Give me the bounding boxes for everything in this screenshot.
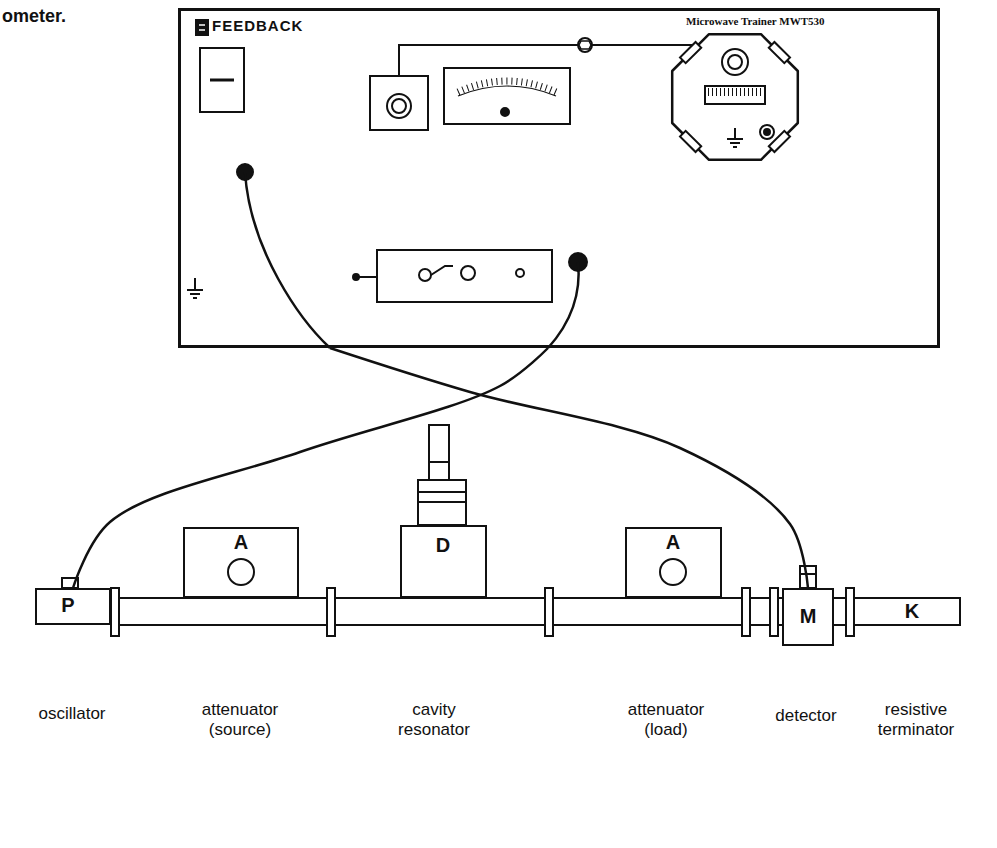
knob-box (370, 76, 428, 130)
tuning-knob (728, 55, 742, 69)
logo-mark (199, 24, 205, 26)
terminal-dot (353, 274, 359, 280)
cavity-body (418, 501, 466, 503)
ground-symbol (193, 297, 197, 299)
attenuator-box: Aattenuator (load) (625, 527, 722, 598)
part-label: Microwave Trainer MWT530 (686, 15, 825, 28)
heading-fragment: ometer. (2, 6, 66, 27)
meter-scale (458, 86, 556, 96)
oscillator-block: Poscillator (35, 588, 111, 625)
dial-scale (708, 88, 762, 96)
resistor-symbol (680, 131, 701, 152)
ground-symbol (727, 138, 743, 140)
tuning-knob (722, 49, 748, 75)
ground-symbol (187, 289, 203, 291)
switch-box (377, 250, 552, 302)
cavity-plunger (429, 461, 449, 463)
part-label: cavity resonator (384, 700, 484, 739)
node-title: FEEDBACK (212, 17, 303, 34)
trainer-panel: FEEDBACK Microwave Trainer MWT530 (178, 8, 940, 348)
panel-wire (592, 44, 698, 46)
knob (387, 94, 411, 118)
knob (392, 99, 406, 113)
cavity-body (418, 480, 466, 525)
ground-symbol (730, 142, 740, 144)
ground-symbol (734, 128, 736, 139)
resistor-symbol (769, 131, 790, 152)
attenuator-box: Aattenuator (source) (183, 527, 299, 598)
node-title: A (653, 531, 693, 554)
node-title: D (423, 534, 463, 557)
meter-pivot (501, 108, 509, 116)
small-knob (764, 129, 770, 135)
attenuator-knob (228, 559, 254, 585)
hex-nut (579, 41, 591, 49)
node-title: P (48, 594, 88, 617)
switch-contact (419, 269, 431, 281)
switch-contact (516, 269, 524, 277)
part-label: oscillator (17, 704, 127, 724)
node-title: M (788, 605, 828, 628)
node-title: K (892, 600, 932, 623)
cable (548, 262, 579, 348)
ground-symbol (194, 278, 196, 290)
small-knob (760, 125, 774, 139)
hex-nut (578, 38, 592, 52)
detector-connector (800, 573, 816, 575)
logo-mark (196, 20, 208, 35)
cable (245, 172, 330, 348)
cavity-body (418, 491, 466, 493)
part-label: detector (756, 706, 856, 726)
resistor-symbol (769, 42, 790, 63)
part-label: attenuator (source) (190, 700, 290, 739)
part-label: attenuator (load) (616, 700, 716, 739)
flange (111, 588, 119, 636)
flange (846, 588, 854, 636)
node-title: A (221, 531, 261, 554)
part-label: resistive terminator (866, 700, 966, 739)
ground-symbol (733, 146, 737, 148)
detector-block: Mdetector (782, 588, 834, 646)
power-switch (200, 48, 244, 112)
panel-wire (399, 45, 578, 76)
frequency-meter-plate (672, 34, 798, 160)
attenuator-knob (660, 559, 686, 585)
ground-symbol (190, 293, 200, 295)
flange (545, 588, 553, 636)
dial-scale (705, 86, 765, 104)
flange (742, 588, 750, 636)
meter (444, 68, 570, 124)
resistor-symbol (680, 42, 701, 63)
flange (770, 588, 778, 636)
switch-rocker (210, 79, 234, 82)
terminator-section: Kresistive terminator (860, 598, 958, 625)
cavity-plunger (429, 425, 449, 480)
cable (73, 348, 548, 588)
logo-mark (199, 29, 205, 31)
flange (327, 588, 335, 636)
switch-contact (461, 266, 475, 280)
switch-lever (431, 266, 453, 275)
cavity-box: Dcavity resonator (400, 525, 487, 598)
